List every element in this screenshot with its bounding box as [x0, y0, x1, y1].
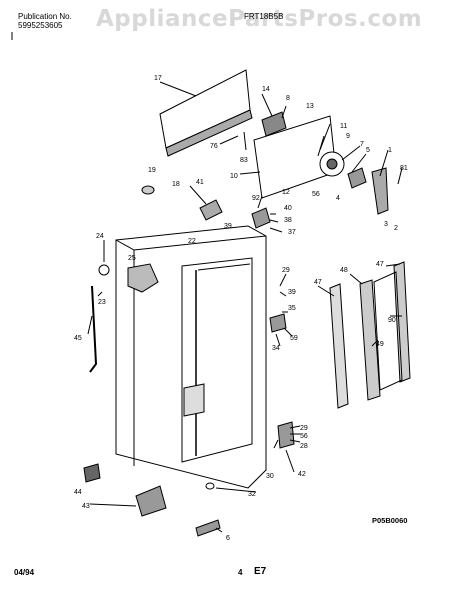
callout-17: 17 [154, 75, 162, 82]
callout-35: 35 [288, 305, 296, 312]
callout-47-right: 47 [376, 261, 384, 268]
callout-37: 37 [288, 229, 296, 236]
callout-56: 56 [312, 191, 320, 198]
callout-76: 76 [210, 143, 218, 150]
callout-47-left: 47 [314, 279, 322, 286]
callout-81: 81 [400, 165, 408, 172]
callout-90: 90 [388, 317, 396, 324]
callout-14: 14 [262, 86, 270, 93]
footer-section: E7 [254, 566, 267, 577]
callout-22: 22 [188, 238, 196, 245]
callout-3: 3 [384, 221, 388, 228]
callout-42: 42 [298, 471, 306, 478]
callout-13: 13 [306, 103, 314, 110]
callout-19: 19 [148, 167, 156, 174]
callout-49: 49 [376, 341, 384, 348]
footer-date: 04/94 [14, 568, 35, 577]
callout-39-hinge: 39 [288, 289, 296, 296]
callout-39: 39 [224, 223, 232, 230]
callout-24: 24 [96, 233, 104, 240]
callout-4: 4 [336, 195, 340, 202]
watermark: AppliancePartsPros.com [96, 6, 423, 32]
callout-7: 7 [360, 141, 364, 148]
callout-59: 59 [290, 335, 298, 342]
callout-28: 28 [300, 443, 308, 450]
callout-23: 23 [98, 299, 106, 306]
callout-29-lower: 29 [300, 425, 308, 432]
callout-56-lower: 56 [300, 433, 308, 440]
callout-83: 83 [240, 157, 248, 164]
callout-10: 10 [230, 173, 238, 180]
callout-40: 40 [284, 205, 292, 212]
diagram-code: P05B0060 [372, 516, 407, 525]
callout-2: 2 [394, 225, 398, 232]
callout-92: 92 [252, 195, 260, 202]
callout-41: 41 [196, 179, 204, 186]
callout-9: 9 [346, 133, 350, 140]
publication-label: Publication No. [18, 12, 72, 21]
callout-32: 32 [248, 491, 256, 498]
callout-12: 12 [282, 189, 290, 196]
callout-6: 6 [226, 535, 230, 542]
model-number: FRT18B5B [244, 12, 284, 21]
callout-43: 43 [82, 503, 90, 510]
callout-18: 18 [172, 181, 180, 188]
callout-1: 1 [388, 147, 392, 154]
callout-25: 25 [128, 255, 136, 262]
callout-45: 45 [74, 335, 82, 342]
callout-38: 38 [284, 217, 292, 224]
callout-44: 44 [74, 489, 82, 496]
footer-page: 4 [238, 568, 243, 577]
callout-11: 11 [340, 123, 347, 130]
publication-number: 5995253605 [18, 21, 63, 30]
callout-30: 30 [266, 473, 274, 480]
callout-34: 34 [272, 345, 280, 352]
callout-8: 8 [286, 95, 290, 102]
callout-5: 5 [366, 147, 370, 154]
callout-29-upper: 29 [282, 267, 290, 274]
callout-48: 48 [340, 267, 348, 274]
